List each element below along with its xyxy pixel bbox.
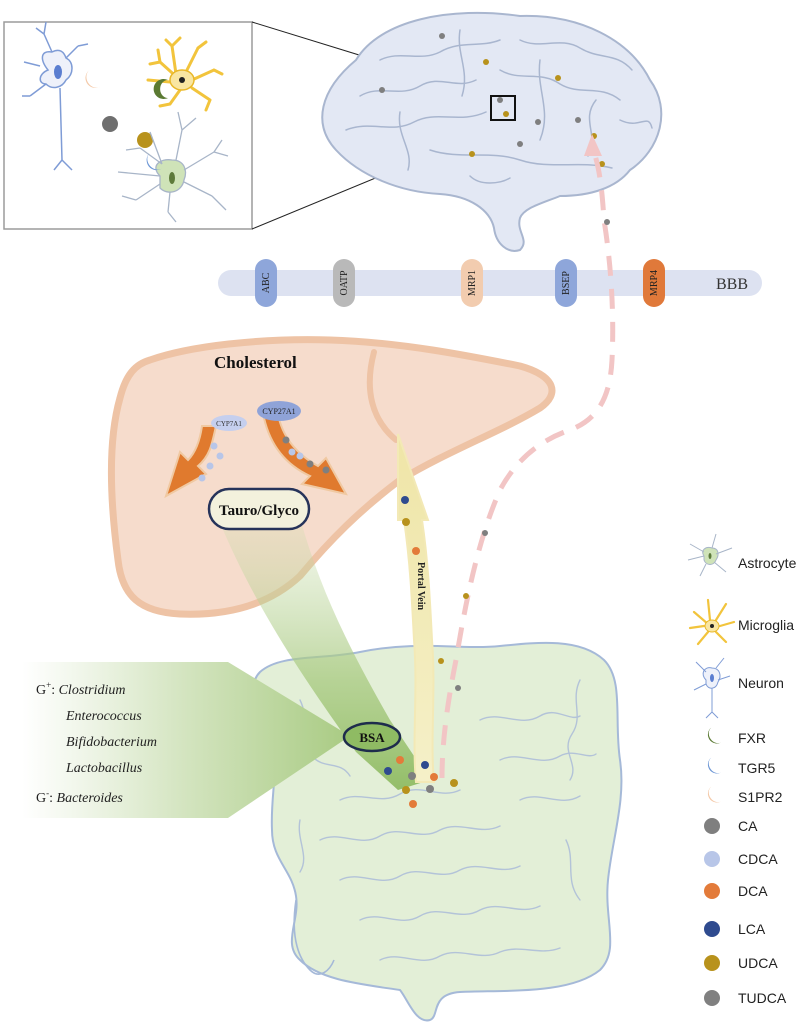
legend-label-ca: CA	[738, 818, 758, 834]
bbb-transporter-label: OATP	[339, 270, 350, 295]
legend-label-tgr5: TGR5	[738, 760, 776, 776]
bacteria-enterococcus: Enterococcus	[65, 709, 142, 724]
legend-label-udca: UDCA	[738, 955, 778, 971]
bsa-label: BSA	[359, 730, 385, 745]
udca-molecule	[137, 132, 153, 148]
ca-molecule	[102, 116, 118, 132]
cdca-legend-marker	[704, 851, 720, 867]
bsa-oval	[342, 721, 402, 753]
fxr-icon	[707, 727, 723, 744]
udca-legend-marker	[704, 955, 720, 971]
bbb-transporter-label: ABC	[261, 272, 272, 293]
legend-label-cdca: CDCA	[738, 851, 778, 867]
bbb-transporter-abc: ABC	[255, 259, 277, 307]
legend-label-tudca: TUDCA	[738, 990, 787, 1006]
bbb-transporter-mrp1: MRP1	[461, 259, 483, 307]
bacteria-panel	[22, 662, 350, 818]
intestine	[252, 641, 623, 1022]
bbb-label: BBB	[716, 276, 748, 293]
bbb-transporter-label: BSEP	[561, 271, 572, 295]
legend-label-neuron: Neuron	[738, 675, 784, 691]
cyp7a1-label: CYP7A1	[216, 420, 242, 428]
legend-label-fxr: FXR	[738, 730, 766, 746]
bbb-transporter-label: MRP4	[649, 270, 660, 296]
tgr5-icon	[707, 757, 723, 774]
tauro-glyco-label: Tauro/Glyco	[219, 503, 299, 519]
cyp27a1-label: CYP27A1	[262, 407, 295, 416]
bbb-transporter-label: MRP1	[467, 270, 478, 296]
bbb-transporter-oatp: OATP	[333, 259, 355, 307]
brain-zoom-box	[490, 95, 516, 121]
bbb-transporter-bsep: BSEP	[555, 259, 577, 307]
legend-label-astrocyte: Astrocyte	[738, 555, 797, 571]
s1pr2-icon	[707, 786, 723, 803]
tauro-glyco-box	[207, 487, 311, 531]
bacteria-list: G+: Clostridium Enterococcus Bifidobacte…	[36, 680, 157, 806]
gram-negative-line: G-: Bacteroides	[36, 788, 123, 806]
astrocyte-cell	[117, 111, 229, 223]
microglia-cell	[146, 36, 224, 112]
cyp7a1-enzyme	[211, 415, 247, 431]
ca-legend-marker	[704, 818, 720, 834]
astrocyte-icon	[687, 533, 733, 577]
cyp27a1-enzyme	[257, 401, 301, 421]
cholesterol-label: Cholesterol	[214, 353, 297, 372]
tudca-legend-marker	[704, 990, 720, 1006]
brain	[321, 11, 663, 252]
legend-label-dca: DCA	[738, 883, 768, 899]
dca-legend-marker	[704, 883, 720, 899]
bacteria-lactobacillus: Lactobacillus	[65, 761, 143, 776]
cell-inset-panel	[3, 21, 253, 230]
portal-vein-label: Portal Vein	[415, 562, 426, 610]
legend-label-microglia: Microglia	[738, 617, 794, 633]
lca-legend-marker	[704, 921, 720, 937]
legend-label-lca: LCA	[738, 921, 766, 937]
gram-positive-line: G+: Clostridium	[36, 680, 126, 698]
neuron-icon	[693, 657, 731, 719]
dashed-path-arrowhead	[584, 134, 602, 156]
fxr-receptor-icon	[153, 79, 168, 99]
bbb-transporter-mrp4: MRP4	[643, 259, 665, 307]
liver: Cholesterol CYP7A1 CYP27A1	[108, 336, 556, 618]
enterohepatic-dashed-path	[439, 145, 616, 779]
bbb-bar: ABC OATP MRP1 BSEP MRP4 BBB	[218, 259, 762, 307]
microglia-icon	[688, 598, 736, 646]
neuron-cell	[22, 21, 89, 171]
legend-label-s1pr2: S1PR2	[738, 789, 783, 805]
bacteria-bifidobacterium: Bifidobacterium	[66, 735, 157, 750]
